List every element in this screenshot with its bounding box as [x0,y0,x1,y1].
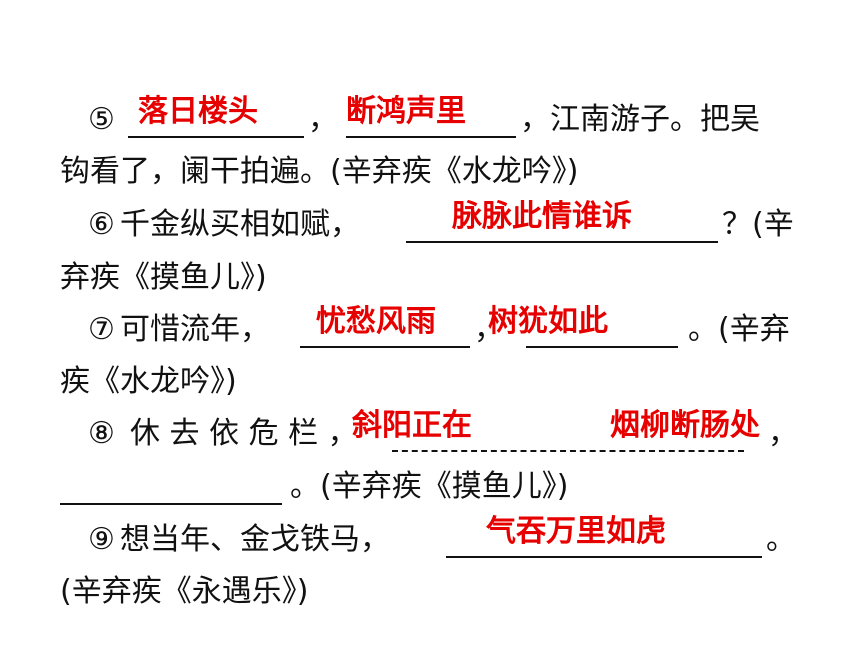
item-6-tail: ？(辛 [722,207,794,242]
item-6-answer-1: 脉脉此情谁诉 [452,199,632,234]
item-7-blank-1[interactable] [300,346,470,348]
item-7-lead: 可惜流年， [120,312,270,347]
item-9-source: (辛弃疾《永遇乐》) [60,574,309,609]
item-6-line-2: 弃疾《摸鱼儿》) [0,258,860,298]
item-8-line-2: 。(辛弃疾《摸鱼儿》) [0,467,860,507]
item-9-line-1: ⑨ 想当年、金戈铁马， 气吞万里如虎 。 [0,514,860,560]
item-9-tail: 。 [766,522,796,557]
item-8-separator: ， [768,416,798,451]
item-7-separator: ， [474,312,504,347]
item-6-line-1: ⑥ 千金纵买相如赋， 脉脉此情谁诉 ？(辛 [0,199,860,245]
item-5-answer-1: 落日楼头 [138,94,258,129]
item-5-blank-1[interactable] [128,136,304,138]
item-7-blank-2[interactable] [526,346,678,348]
item-8-answer-1: 斜阳正在 [352,408,472,443]
item-7-number: ⑦ [88,312,115,347]
item-5-source: 钩看了，阑干拍遍。(辛弃疾《水龙吟》) [60,154,579,189]
item-5-line-1: ⑤ 落日楼头 ， 断鸿声里 ，江南游子。把吴 [0,94,860,140]
item-8-answer-2: 烟柳断肠处 [610,408,760,443]
item-5-separator: ， [308,102,338,137]
item-6-source: 弃疾《摸鱼儿》) [60,260,267,295]
item-7-answer-2: 树犹如此 [488,304,608,339]
item-9-number: ⑨ [88,522,115,557]
item-5-rest: ，江南游子。把吴 [520,102,760,137]
item-9-lead: 想当年、金戈铁马， [120,522,390,557]
item-6-blank-1[interactable] [406,241,718,243]
item-5-blank-2[interactable] [346,136,516,138]
item-7-source: 疾《水龙吟》) [60,364,237,399]
item-8-blank-2[interactable] [60,503,282,505]
item-7-line-1: ⑦ 可惜流年， 忧愁风雨 ， 树犹如此 。(辛弃 [0,304,860,350]
item-9-line-2: (辛弃疾《永遇乐》) [0,572,860,612]
item-8-blank-1[interactable] [392,450,744,452]
item-8-source: 。(辛弃疾《摸鱼儿》) [290,469,569,504]
item-8-lead: 休 去 依 危 栏 ， [130,416,358,451]
item-7-answer-1: 忧愁风雨 [316,304,436,339]
item-9-answer-1: 气吞万里如虎 [486,514,666,549]
item-5-number: ⑤ [88,102,115,137]
item-7-tail: 。(辛弃 [688,312,790,347]
item-5-line-2: 钩看了，阑干拍遍。(辛弃疾《水龙吟》) [0,152,860,192]
item-8-line-1: ⑧ 休 去 依 危 栏 ， 斜阳正在 烟柳断肠处 ， [0,408,860,454]
item-6-number: ⑥ [88,207,115,242]
item-9-blank-1[interactable] [446,556,762,558]
item-7-line-2: 疾《水龙吟》) [0,362,860,402]
item-6-lead: 千金纵买相如赋， [120,207,360,242]
item-8-number: ⑧ [88,416,115,451]
item-5-answer-2: 断鸿声里 [346,94,466,129]
